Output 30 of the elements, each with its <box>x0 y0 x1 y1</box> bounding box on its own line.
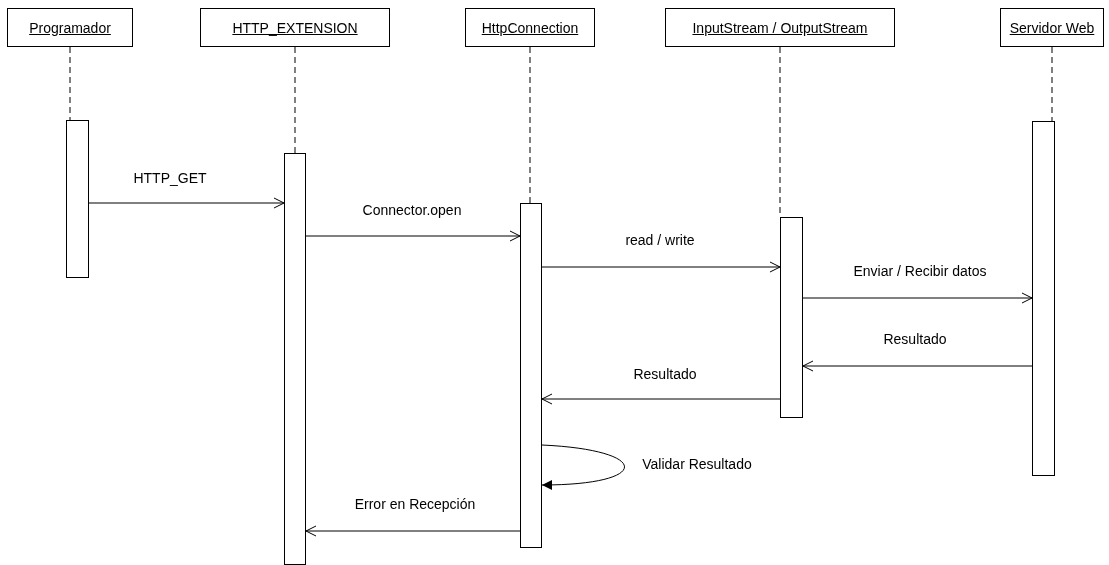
activation-bar <box>66 120 89 278</box>
message-label: Enviar / Recibir datos <box>853 263 987 279</box>
self-message-arrow <box>541 444 625 490</box>
lifeline <box>69 46 71 121</box>
participant-box: HTTP_EXTENSION <box>200 8 390 47</box>
message-label: Error en Recepción <box>354 496 476 512</box>
message-label: Connector.open <box>362 202 462 218</box>
message-arrow <box>541 261 781 273</box>
participant-box: Servidor Web <box>1000 8 1104 47</box>
message-arrow <box>802 360 1033 372</box>
message-label: HTTP_GET <box>133 170 207 186</box>
participant-box: Programador <box>7 8 133 47</box>
message-arrow <box>88 197 285 209</box>
participant-box: InputStream / OutputStream <box>665 8 895 47</box>
message-label: read / write <box>625 232 695 248</box>
activation-bar <box>1032 121 1055 476</box>
activation-bar <box>284 153 306 565</box>
lifeline <box>529 46 531 204</box>
participant-box: HttpConnection <box>465 8 595 47</box>
message-label: Resultado <box>633 366 697 382</box>
lifeline <box>1051 46 1053 122</box>
message-arrow <box>305 525 521 537</box>
message-label: Validar Resultado <box>642 456 752 472</box>
message-arrow <box>541 393 781 405</box>
message-label: Resultado <box>883 331 947 347</box>
activation-bar <box>780 217 803 418</box>
lifeline <box>294 46 296 154</box>
activation-bar <box>520 203 542 548</box>
message-arrow <box>305 230 521 242</box>
message-arrow <box>802 292 1033 304</box>
